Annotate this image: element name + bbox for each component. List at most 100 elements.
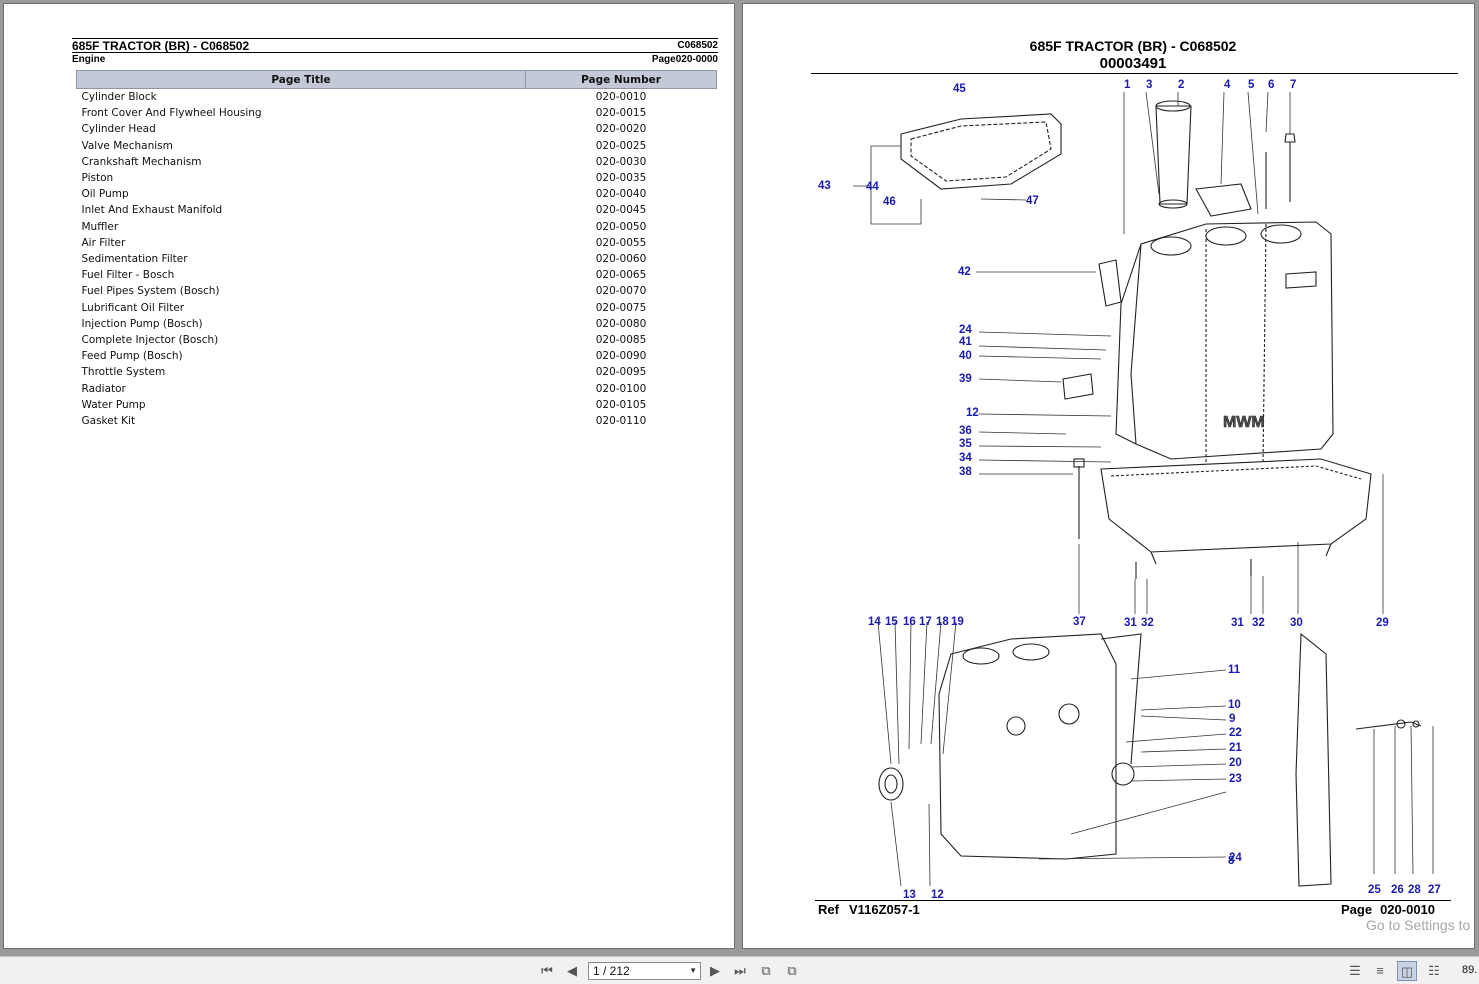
row-page-title: Injection Pump (Bosch) <box>81 317 203 330</box>
callout-label: 1 <box>1124 79 1131 91</box>
callout-label: 43 <box>818 180 831 192</box>
callout-label: 7 <box>1290 79 1296 91</box>
row-page-number: 020-0050 <box>595 220 647 233</box>
row-page-title: Oil Pump <box>81 188 129 201</box>
diagram-title: 685F TRACTOR (BR) - C068502 <box>1029 38 1237 54</box>
brand-mark: MWM <box>1223 414 1265 431</box>
row-page-title: Fuel Pipes System (Bosch) <box>81 285 220 298</box>
table-row[interactable]: Water Pump 020-0105 <box>77 397 717 413</box>
table-row[interactable]: Oil Pump 020-0040 <box>77 186 717 202</box>
two-page-icon[interactable]: ◫ <box>1397 961 1417 981</box>
callout-label: 4 <box>1224 79 1231 91</box>
table-row[interactable]: Crankshaft Mechanism 020-0030 <box>77 154 717 170</box>
callout-label: 5 <box>1248 79 1255 91</box>
first-page-icon[interactable]: ⏮ <box>541 963 553 978</box>
table-row[interactable]: Fuel Pipes System (Bosch)020-0070 <box>77 283 717 299</box>
single-page-icon[interactable]: ☰ <box>1349 963 1361 978</box>
callout-label: 16 <box>903 616 916 628</box>
row-page-number: 020-0015 <box>595 107 647 120</box>
header-rule <box>811 73 1458 74</box>
zoom-level[interactable]: 89. <box>1462 964 1478 976</box>
table-row[interactable]: Muffler 020-0050 <box>77 219 717 235</box>
two-continuous-icon[interactable]: ☷ <box>1428 963 1440 978</box>
callout-label: 15 <box>885 616 898 628</box>
continuous-icon[interactable]: ≡ <box>1376 963 1384 978</box>
callout-label: 26 <box>1391 884 1404 896</box>
callout-label: 46 <box>883 196 896 208</box>
table-row[interactable]: Piston 020-0035 <box>77 170 717 186</box>
callout-label: 27 <box>1428 884 1441 896</box>
row-page-number: 020-0080 <box>595 317 647 330</box>
row-page-number: 020-0035 <box>595 172 647 185</box>
page-select[interactable]: 1 / 212 ▼ <box>588 962 701 980</box>
chevron-down-icon: ▼ <box>689 966 697 975</box>
ref-label: Ref <box>818 902 839 917</box>
callout-label: 19 <box>951 616 964 628</box>
viewer-toolbar: ⏮ ◀ 1 / 212 ▼ ▶ ⏭ ⧉ ⧉ ☰ ≡ ◫ ☷ 89. <box>0 956 1479 984</box>
callout-label: 18 <box>936 616 949 628</box>
footer-rule <box>815 900 1451 901</box>
row-page-title: Fuel Filter - Bosch <box>81 269 175 282</box>
page-label: Page <box>1341 902 1373 917</box>
ref-value: V116Z057-1 <box>848 902 920 917</box>
callout-label: 20 <box>1229 757 1242 769</box>
callout-label: 3 <box>1146 79 1152 91</box>
callout-label: 39 <box>959 373 972 385</box>
callout-label: 13 <box>903 889 916 900</box>
table-row[interactable]: Front Cover And Flywheel Housing 020-0015 <box>77 105 717 121</box>
table-row[interactable]: Feed Pump (Bosch)020-0090 <box>77 348 717 364</box>
next-page-icon[interactable]: ▶ <box>710 963 720 978</box>
callout-label: 8 <box>1228 855 1235 867</box>
table-row[interactable]: Injection Pump (Bosch) 020-0080 <box>77 316 717 332</box>
callout-label: 9 <box>1229 713 1235 725</box>
row-page-number: 020-0105 <box>595 398 647 411</box>
row-page-title: Cylinder Head <box>81 123 156 136</box>
callout-label: 24 <box>1229 852 1242 864</box>
row-page-title: Lubrificant Oil Filter <box>81 301 185 314</box>
row-page-number: 020-0040 <box>595 188 647 201</box>
document-page-left: 685F TRACTOR (BR) - C068502 C068502 Engi… <box>3 3 735 949</box>
row-page-title: Water Pump <box>81 398 146 411</box>
row-page-title: Front Cover And Flywheel Housing <box>81 107 262 120</box>
row-page-title: Piston <box>81 172 114 185</box>
row-page-number: 020-0030 <box>595 155 647 168</box>
callout-label: 25 <box>1368 884 1381 896</box>
row-page-title: Crankshaft Mechanism <box>81 155 202 168</box>
callout-label: 14 <box>868 616 881 628</box>
callout-label: 44 <box>866 181 879 193</box>
callout-label: 11 <box>1228 664 1241 676</box>
diagram-number: 00003491 <box>1099 55 1167 72</box>
row-page-title: Complete Injector (Bosch) <box>81 334 219 347</box>
row-page-title: Gasket Kit <box>81 415 136 428</box>
rotate-alt-icon[interactable]: ⧉ <box>787 963 797 978</box>
callout-label: 42 <box>958 266 971 278</box>
row-page-title: Inlet And Exhaust Manifold <box>81 204 223 217</box>
prev-page-icon[interactable]: ◀ <box>567 963 577 978</box>
row-page-title: Muffler <box>81 220 119 233</box>
page-header: 685F TRACTOR (BR) - C068502 C068502 Engi… <box>72 38 718 66</box>
rotate-icon[interactable]: ⧉ <box>761 963 771 978</box>
windows-watermark: Go to Settings to <box>1366 917 1470 933</box>
document-page-right: 685F TRACTOR (BR) - C068502 00003491 <box>742 3 1475 949</box>
document-title: 685F TRACTOR (BR) - C068502 <box>72 39 250 53</box>
callout-label: 2 <box>1178 79 1184 91</box>
column-header-page-number: Page Number <box>525 70 717 89</box>
table-row[interactable]: Fuel Filter - Bosch 020-0065 <box>77 267 717 283</box>
callout-label: 12 <box>931 889 944 900</box>
table-row[interactable]: Complete Injector (Bosch)020-0085 <box>77 332 717 348</box>
row-page-number: 020-0065 <box>595 269 647 282</box>
last-page-icon[interactable]: ⏭ <box>734 963 746 978</box>
callout-label: 36 <box>959 425 972 437</box>
callout-label: 37 <box>1073 616 1086 628</box>
